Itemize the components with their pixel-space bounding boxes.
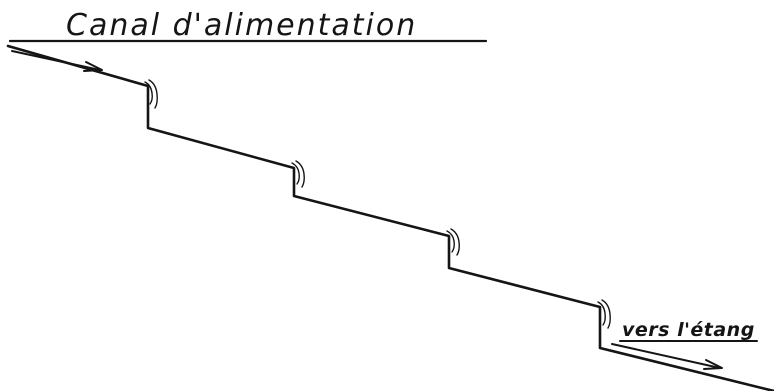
canal-title: Canal d'alimentation (66, 8, 417, 43)
outflow-arrow (611, 343, 723, 370)
waterfall-mark-1 (144, 79, 158, 109)
canal-profile-line (6, 44, 774, 391)
outlet-label: vers l'étang (622, 319, 755, 341)
waterfall-mark-2 (291, 160, 305, 188)
waterfall-mark-3 (446, 228, 460, 256)
waterfall-mark-4 (597, 299, 611, 329)
